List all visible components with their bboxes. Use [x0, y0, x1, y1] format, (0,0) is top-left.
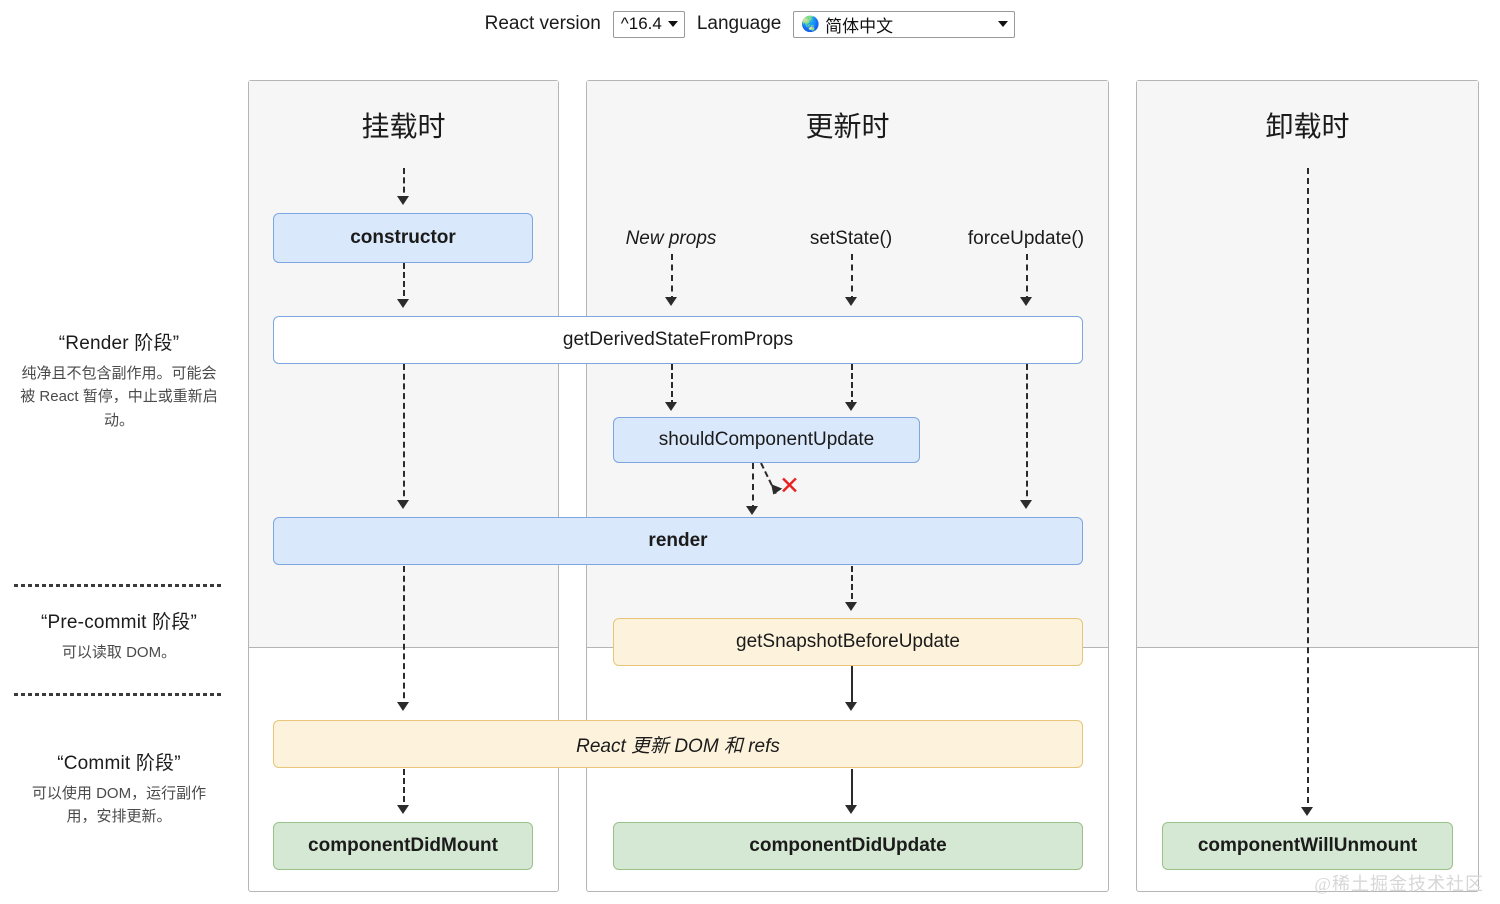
- arrow-head-scu-to-render: [746, 506, 758, 515]
- legend-title: “Render 阶段”: [58, 333, 180, 354]
- globe-icon: 🌏: [801, 15, 821, 33]
- node-get-snapshot-before-update[interactable]: getSnapshotBeforeUpdate: [613, 618, 1083, 666]
- column-updating: 更新时: [586, 80, 1109, 892]
- arrow-line-constructor-to-gdsfp: [403, 263, 405, 305]
- arrow-head-constructor-to-gdsfp: [397, 299, 409, 308]
- legend-description: 可以读取 DOM。: [61, 644, 177, 661]
- arrow-line-snapshot-to-dom: [851, 666, 853, 708]
- arrow-head-new-props: [665, 297, 677, 306]
- arrow-head-force-update: [1020, 297, 1032, 306]
- arrow-head-snapshot-to-dom: [845, 702, 857, 711]
- arrow-line-unmount: [1307, 168, 1309, 813]
- legend-description: 可以使用 DOM，运行副作用，安排更新。: [31, 785, 207, 826]
- arrow-line-force-update: [1026, 254, 1028, 302]
- trigger-new-props: New props: [625, 228, 717, 249]
- node-should-component-update[interactable]: shouldComponentUpdate: [613, 417, 920, 463]
- language-label: Language: [696, 13, 782, 34]
- chevron-down-icon: [667, 21, 678, 27]
- language-select[interactable]: 🌏 简体中文: [793, 10, 1016, 38]
- trigger-set-state: setState(): [809, 228, 893, 249]
- legend-title: “Pre-commit 阶段”: [40, 612, 198, 633]
- node-get-derived-state-from-props[interactable]: getDerivedStateFromProps: [273, 316, 1083, 364]
- chevron-down-icon: [998, 21, 1009, 27]
- arrow-head-gdsfp-to-scu-right: [845, 402, 857, 411]
- arrow-line-render-to-snapshot: [851, 566, 853, 608]
- language-value: 简体中文: [825, 16, 894, 36]
- arrow-head-unmount: [1301, 807, 1313, 816]
- legend-render-phase: “Render 阶段” 纯净且不包含副作用。可能会被 React 暂停，中止或重…: [0, 328, 238, 432]
- arrow-head-set-state: [845, 297, 857, 306]
- arrow-line-dom-to-did-mount: [403, 769, 405, 811]
- arrow-head-dom-to-did-update: [845, 805, 857, 814]
- node-constructor[interactable]: constructor: [273, 213, 533, 263]
- skip-render-x-icon: ✕: [779, 472, 800, 500]
- arrow-line-dom-to-did-update: [851, 769, 853, 811]
- legend-commit-phase: “Commit 阶段” 可以使用 DOM，运行副作用，安排更新。: [0, 748, 238, 829]
- arrow-line-set-state: [851, 254, 853, 302]
- legend-divider-top: [14, 584, 224, 587]
- arrow-line-new-props: [671, 254, 673, 302]
- legend-pre-commit-phase: “Pre-commit 阶段” 可以读取 DOM。: [0, 607, 238, 664]
- trigger-force-update: forceUpdate(): [967, 228, 1085, 249]
- column-title-updating: 更新时: [805, 111, 890, 142]
- arrow-line-mount-start: [403, 168, 405, 202]
- node-component-did-mount[interactable]: componentDidMount: [273, 822, 533, 870]
- legend-title: “Commit 阶段”: [57, 753, 181, 774]
- arrow-line-gdsfp-to-render: [403, 364, 405, 506]
- react-version-label: React version: [484, 13, 601, 34]
- column-title-mounting: 挂载时: [361, 111, 446, 142]
- toolbar: React version ^16.4 Language 🌏 简体中文: [0, 0, 1500, 48]
- language-value-wrap: 🌏 简体中文: [801, 12, 893, 37]
- watermark: @稀土掘金技术社区: [1314, 874, 1484, 894]
- react-version-value: ^16.4: [620, 14, 662, 33]
- legend-description: 纯净且不包含副作用。可能会被 React 暂停，中止或重新启动。: [20, 365, 218, 429]
- legend-divider-bottom: [14, 693, 224, 696]
- arrow-line-gdsfp-to-scu-left: [671, 364, 673, 406]
- node-component-did-update[interactable]: componentDidUpdate: [613, 822, 1083, 870]
- react-version-select[interactable]: ^16.4: [612, 10, 685, 38]
- arrow-line-gdsfp-to-scu-right: [851, 364, 853, 406]
- arrow-head-render-to-snapshot: [845, 602, 857, 611]
- arrow-line-force-update-to-render: [1026, 364, 1028, 506]
- arrow-head-gdsfp-to-scu-left: [665, 402, 677, 411]
- arrow-head-dom-to-did-mount: [397, 805, 409, 814]
- arrow-line-scu-to-render: [752, 463, 754, 511]
- arrow-head-force-update-to-render: [1020, 500, 1032, 509]
- node-render[interactable]: render: [273, 517, 1083, 565]
- column-title-unmounting: 卸载时: [1265, 111, 1350, 142]
- arrow-line-render-to-dom-mount: [403, 566, 405, 708]
- arrow-head-render-to-dom-mount: [397, 702, 409, 711]
- arrow-head-gdsfp-to-render: [397, 500, 409, 509]
- node-component-will-unmount[interactable]: componentWillUnmount: [1162, 822, 1453, 870]
- arrow-head-mount-start: [397, 196, 409, 205]
- node-react-updates-dom[interactable]: React 更新 DOM 和 refs: [273, 720, 1083, 768]
